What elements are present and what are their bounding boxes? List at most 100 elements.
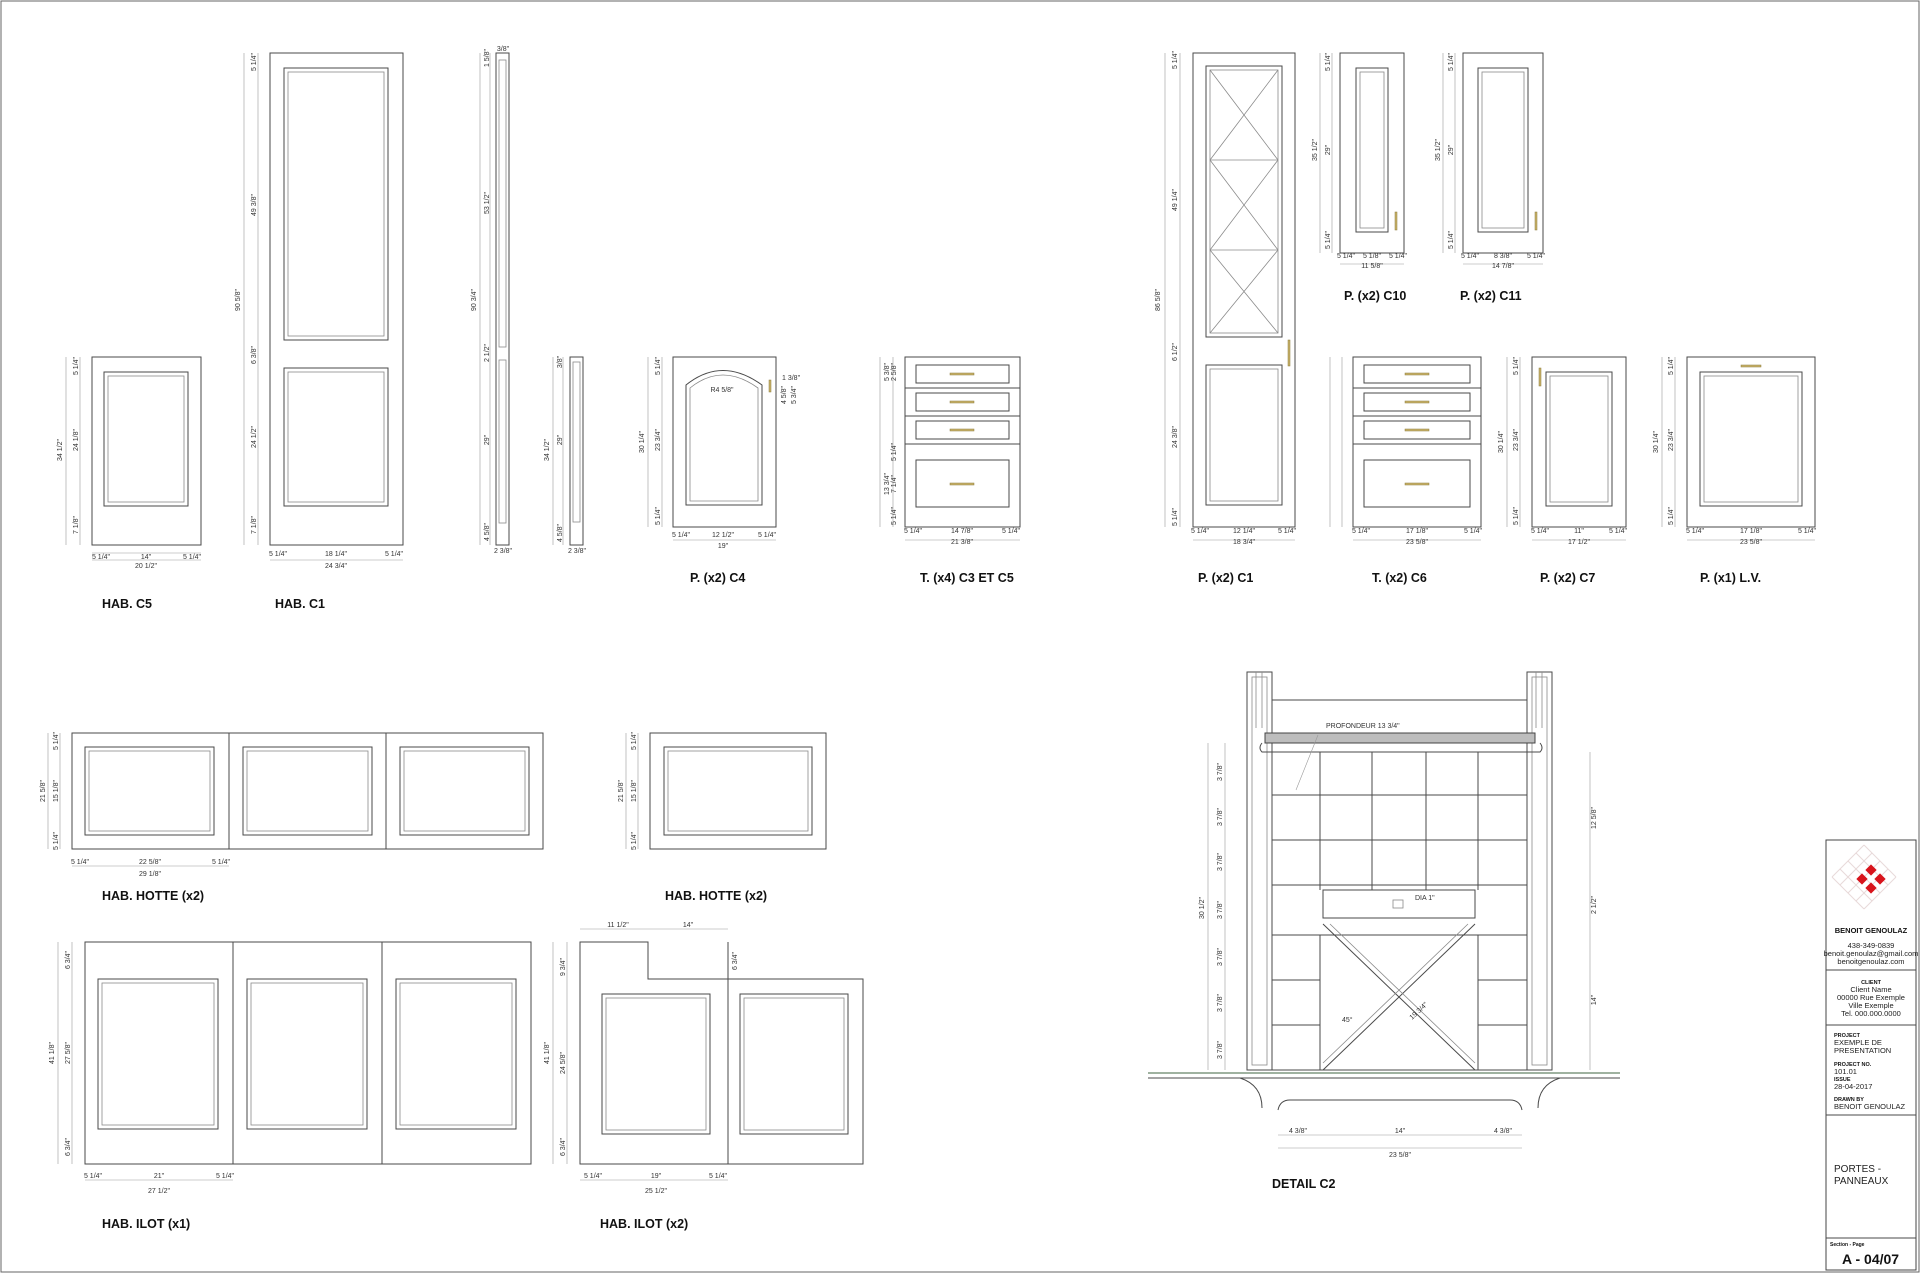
dim-text: 18 3/4" bbox=[1233, 539, 1255, 546]
project-header: PROJECT bbox=[1834, 1033, 1861, 1039]
dim-text: 2 3/8" bbox=[494, 548, 513, 555]
dim-text: 45° bbox=[1342, 1016, 1353, 1024]
project-name-1: EXEMPLE DE bbox=[1834, 1038, 1882, 1047]
client-name: Client Name bbox=[1850, 985, 1891, 994]
dim-text: 86 5/8" bbox=[1155, 289, 1162, 311]
panel-hab-ilot-x2: 41 1/8" 24 5/8" 9 3/4" 6 3/4" 11 1/2" 14… bbox=[544, 922, 864, 1231]
dim-text: 2 1/2" bbox=[484, 343, 491, 362]
label-detail-c2: DETAIL C2 bbox=[1272, 1177, 1335, 1191]
dim-text: 11 1/2" bbox=[607, 922, 629, 929]
dim-text: 5 1/4" bbox=[1325, 52, 1332, 71]
dim-text: 12 1/2" bbox=[712, 532, 734, 539]
project-no: 101.01 bbox=[1834, 1067, 1857, 1076]
dim-text: 35 1/2" bbox=[1312, 139, 1319, 161]
dim-text: 30 1/4" bbox=[639, 431, 646, 453]
dim-text: 90 3/4" bbox=[471, 289, 478, 311]
drawers-t-c6: 17 1/8" 5 1/4" 5 1/4" 23 5/8" T. (x2) C6 bbox=[1329, 356, 1483, 585]
dim-text: 6 3/4" bbox=[65, 1137, 72, 1156]
sheet-title-2: PANNEAUX bbox=[1834, 1176, 1889, 1187]
dim-text: R4 5/8" bbox=[710, 387, 734, 394]
dim-text: 8 3/8" bbox=[1494, 253, 1513, 260]
label-p-c4: P. (x2) C4 bbox=[690, 571, 745, 585]
issue-date: 28-04-2017 bbox=[1834, 1082, 1872, 1091]
panel-hab-ilot-x1: 41 1/8" 27 5/8" 6 3/4" 6 3/4" 21" 5 1/4"… bbox=[49, 941, 532, 1231]
dim-text: 5 1/4" bbox=[1461, 253, 1480, 260]
dim-text: 5 1/4" bbox=[1002, 528, 1021, 535]
dim-text: 14 7/8" bbox=[951, 528, 973, 535]
label-p-c7: P. (x2) C7 bbox=[1540, 571, 1595, 585]
dim-text: 5 1/4" bbox=[269, 551, 288, 558]
dim-text: 5 1/4" bbox=[71, 859, 90, 866]
dim-text: 27 1/2" bbox=[148, 1188, 170, 1195]
client-tel: Tel. 000.000.0000 bbox=[1841, 1009, 1901, 1018]
dim-text: 5 1/4" bbox=[1513, 506, 1520, 525]
client-address-1: 00000 Rue Exemple bbox=[1837, 993, 1905, 1002]
dim-text: 2 1/2" bbox=[1591, 895, 1598, 914]
dim-text: 5 1/4" bbox=[758, 532, 777, 539]
dim-text: 4 5/8" bbox=[557, 523, 564, 542]
dim-text: 5 1/4" bbox=[73, 356, 80, 375]
dim-text: 11" bbox=[1574, 528, 1584, 535]
dim-text: 5 1/4" bbox=[584, 1173, 603, 1180]
dim-text: 5 1/4" bbox=[1668, 506, 1675, 525]
panel-hab-hotte-triple: 21 5/8" 15 1/8" 5 1/4" 5 1/4" 22 5/8" 5 … bbox=[40, 731, 544, 903]
dim-text: 18 1/4" bbox=[325, 551, 347, 558]
dim-text: 5 1/4" bbox=[1513, 356, 1520, 375]
dim-text: 5 1/4" bbox=[891, 442, 898, 461]
dim-text: 4 3/8" bbox=[1289, 1128, 1308, 1135]
dim-text: 20 1/2" bbox=[135, 563, 157, 570]
dim-text: 3/8" bbox=[557, 355, 564, 368]
door-p-c11: 35 1/2" 29" 5 1/4" 5 1/4" 8 3/8" 5 1/4" … bbox=[1435, 52, 1546, 303]
dim-text: 5 1/4" bbox=[655, 506, 662, 525]
sheet-number: A - 04/07 bbox=[1842, 1251, 1899, 1267]
label-ilot-1: HAB. ILOT (x1) bbox=[102, 1217, 190, 1231]
label-ilot-2: HAB. ILOT (x2) bbox=[600, 1217, 688, 1231]
dim-text: 5 1/4" bbox=[53, 731, 60, 750]
dim-text: 4 3/8" bbox=[1494, 1128, 1513, 1135]
dim-text: 6 3/8" bbox=[251, 345, 258, 364]
dim-text: 21 5/8" bbox=[40, 780, 47, 802]
dim-text: 27 5/8" bbox=[65, 1042, 72, 1064]
section-page-header: Section - Page bbox=[1830, 1242, 1865, 1248]
dim-text: 5 1/4" bbox=[1798, 528, 1817, 535]
dim-text: 5 1/4" bbox=[1531, 528, 1550, 535]
dim-text: 5 1/4" bbox=[92, 554, 111, 561]
dim-text: 12 1/4" bbox=[1233, 528, 1255, 535]
company-email: benoit.genoulaz@gmail.com bbox=[1824, 949, 1919, 958]
detail-c2: PROFONDEUR 13 3/4" DIA 1" 45° 19 3/4" 30… bbox=[1148, 671, 1620, 1191]
dim-text: 7 1/4" bbox=[891, 474, 898, 493]
dim-text: 3 7/8" bbox=[1217, 900, 1224, 919]
dim-text: 24 3/8" bbox=[1172, 426, 1179, 448]
label-p-c1: P. (x2) C1 bbox=[1198, 571, 1253, 585]
door-p-c4: 30 1/4" 23 3/4" 5 1/4" 5 1/4" R4 5/8" 1 … bbox=[639, 356, 801, 585]
dim-text: DIA 1" bbox=[1415, 895, 1435, 902]
dim-text: 19 3/4" bbox=[1409, 1001, 1430, 1021]
dim-text: 4 5/8" bbox=[781, 385, 788, 404]
dim-text: 29 1/8" bbox=[139, 871, 161, 878]
label-hotte-2: HAB. HOTTE (x2) bbox=[665, 889, 767, 903]
drawn-by: BENOIT GENOULAZ bbox=[1834, 1102, 1906, 1111]
dim-text: 14" bbox=[683, 922, 694, 929]
dim-text: 34 1/2" bbox=[544, 439, 551, 461]
dim-text: 25 1/2" bbox=[645, 1188, 667, 1195]
dim-text: 12 5/8" bbox=[1591, 807, 1598, 829]
dim-text: 5 1/4" bbox=[904, 528, 923, 535]
label-p-c10: P. (x2) C10 bbox=[1344, 289, 1406, 303]
dim-text: 5 1/4" bbox=[1325, 230, 1332, 249]
label-t-c6: T. (x2) C6 bbox=[1372, 571, 1427, 585]
dim-text: 3 7/8" bbox=[1217, 762, 1224, 781]
dim-text: 5 1/4" bbox=[891, 506, 898, 525]
dim-text: 17 1/8" bbox=[1740, 528, 1762, 535]
dim-text: 5 1/4" bbox=[216, 1173, 235, 1180]
dim-text: 6 3/4" bbox=[560, 1137, 567, 1156]
dim-text: 2 5/8" bbox=[891, 362, 898, 381]
dim-text: 90 5/8" bbox=[235, 289, 242, 311]
dim-text: 24 1/8" bbox=[73, 429, 80, 451]
dim-text: 9 3/4" bbox=[560, 957, 567, 976]
dim-text: 23 5/8" bbox=[1406, 539, 1428, 546]
dim-text: 5 3/8" bbox=[884, 362, 891, 381]
company-logo bbox=[1831, 844, 1897, 910]
dim-text: 29" bbox=[484, 434, 491, 445]
